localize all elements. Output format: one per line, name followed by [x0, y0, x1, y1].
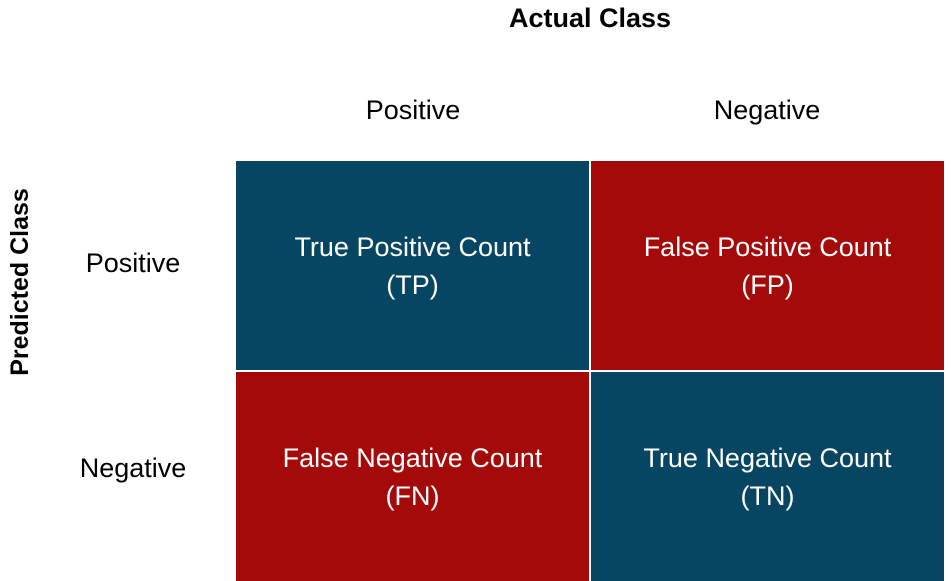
row-header-positive: Positive	[85, 248, 181, 278]
cell-true-negative-label: True Negative Count (TN)	[643, 442, 892, 511]
cell-false-negative-label: False Negative Count (FN)	[282, 442, 543, 511]
cell-true-positive[interactable]: True Positive Count (TP)	[236, 161, 589, 370]
column-header-row: Positive Negative	[236, 90, 944, 134]
row-header-negative: Negative	[79, 453, 187, 483]
cell-false-positive[interactable]: False Positive Count (FP)	[591, 161, 944, 370]
cell-true-positive-label: True Positive Count (TP)	[294, 231, 531, 300]
cell-false-negative[interactable]: False Negative Count (FN)	[236, 372, 589, 581]
column-header-positive: Positive	[365, 95, 461, 125]
column-header-negative: Negative	[713, 95, 821, 125]
actual-class-axis-title: Actual Class	[508, 3, 672, 33]
matrix-grid: True Positive Count (TP) False Positive …	[236, 161, 944, 581]
predicted-class-axis-title: Predicted Class	[6, 188, 34, 376]
cell-false-positive-label: False Positive Count (FP)	[643, 231, 892, 300]
cell-true-negative[interactable]: True Negative Count (TN)	[591, 372, 944, 581]
